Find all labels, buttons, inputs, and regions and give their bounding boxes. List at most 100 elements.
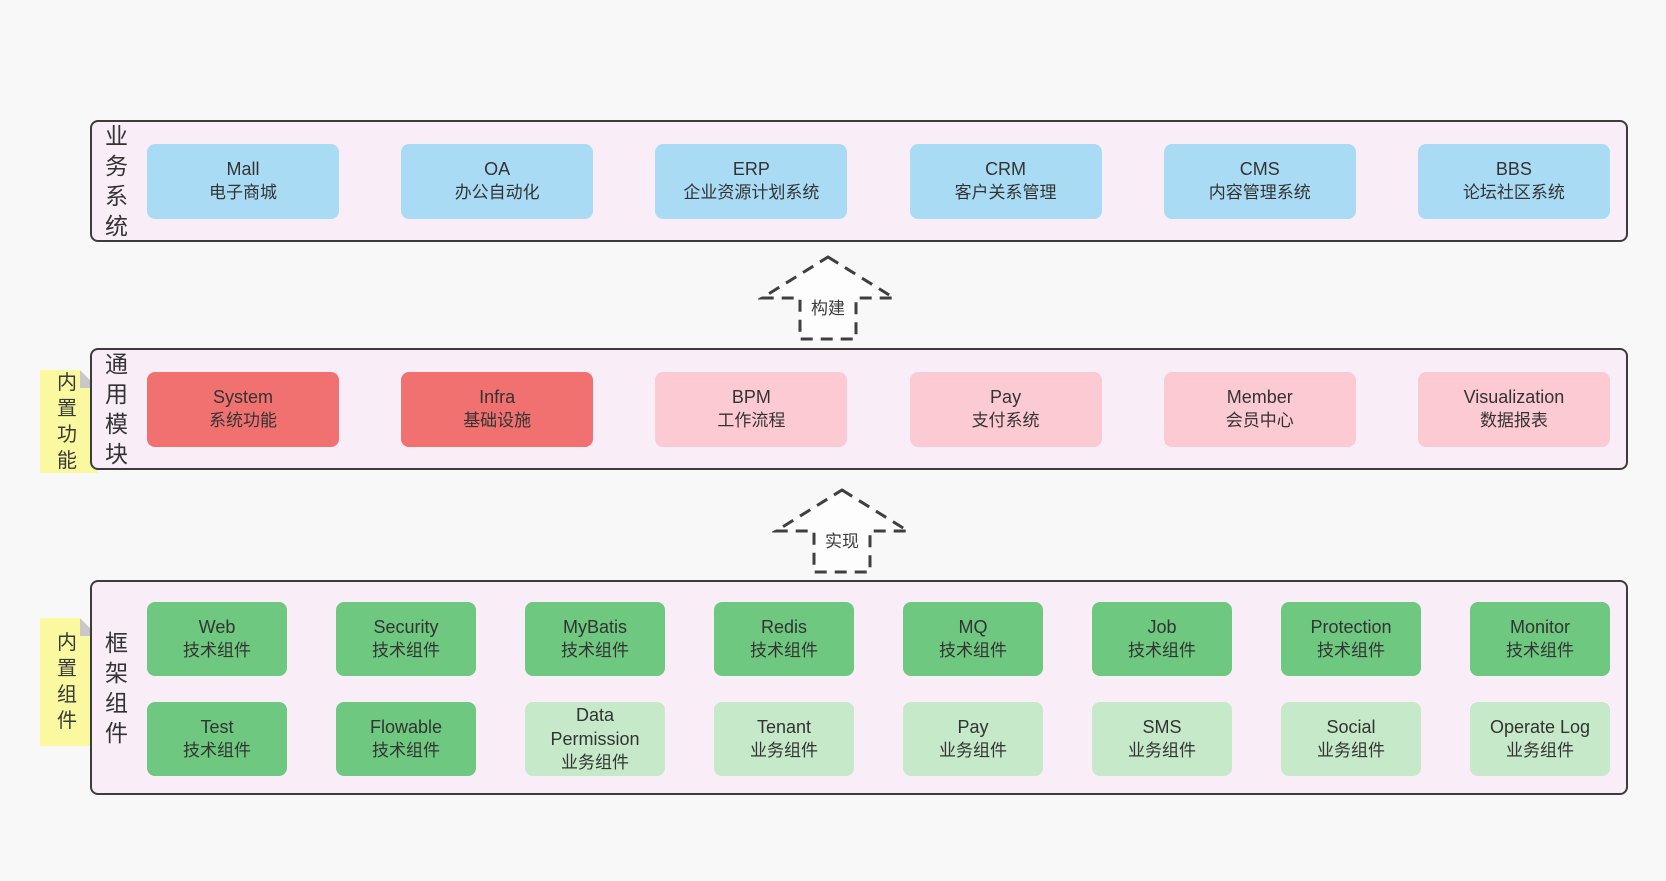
node-subtitle: 技术组件 xyxy=(561,641,629,660)
node-title: CMS xyxy=(1239,159,1280,179)
node-subtitle: 业务组件 xyxy=(750,741,818,760)
sticky-note-built-in-features: 内置功能 xyxy=(40,370,98,473)
node-tenant: Tenant 业务组件 xyxy=(714,702,854,776)
sticky-note-label: 内置组件 xyxy=(57,632,77,732)
node-mall: Mall 电子商城 xyxy=(147,143,339,219)
node-title: Monitor xyxy=(1509,617,1571,637)
node-title: System xyxy=(212,387,273,407)
node-operate-log: Operate Log 业务组件 xyxy=(1470,702,1610,776)
node-erp: ERP 企业资源计划系统 xyxy=(655,143,848,219)
node-mq: MQ 技术组件 xyxy=(903,602,1043,676)
node-pay-system: Pay 支付系统 xyxy=(909,371,1102,447)
node-infra: Infra 基础设施 xyxy=(401,371,594,447)
node-subtitle: 技术组件 xyxy=(939,641,1007,660)
node-title: Operate Log xyxy=(1489,717,1591,737)
node-subtitle: 论坛社区系统 xyxy=(1462,183,1565,202)
node-crm: CRM 客户关系管理 xyxy=(909,143,1102,219)
node-title: MQ xyxy=(958,617,988,637)
sticky-note-label: 内置功能 xyxy=(57,371,77,472)
node-sms: SMS 业务组件 xyxy=(1092,702,1232,776)
node-subtitle: 数据报表 xyxy=(1479,411,1548,430)
node-title: Tenant xyxy=(756,717,812,737)
node-subtitle: 业务组件 xyxy=(939,741,1007,760)
node-title: ERP xyxy=(732,159,770,179)
node-subtitle: 客户关系管理 xyxy=(954,183,1057,202)
implement-arrow-label: 实现 xyxy=(823,531,861,553)
node-security: Security 技术组件 xyxy=(336,602,476,676)
node-subtitle: 技术组件 xyxy=(1317,641,1385,660)
build-arrow-icon: 构建 xyxy=(758,254,898,342)
node-title: Visualization xyxy=(1463,387,1565,407)
node-subtitle: 业务组件 xyxy=(1506,741,1574,760)
node-title: Pay xyxy=(990,387,1022,407)
node-subtitle: 技术组件 xyxy=(372,641,440,660)
node-subtitle: 会员中心 xyxy=(1225,411,1294,430)
node-title: Mall xyxy=(226,159,260,179)
node-subtitle: 技术组件 xyxy=(183,641,251,660)
node-title: Social xyxy=(1326,717,1376,737)
node-subtitle: 业务组件 xyxy=(1128,741,1196,760)
node-subtitle: 业务组件 xyxy=(561,753,629,772)
layer-business-systems: 业务系统 Mall 电子商城 OA 办公自动化 ERP 企业资源计划系统 CRM… xyxy=(90,120,1628,242)
node-member: Member 会员中心 xyxy=(1163,371,1356,447)
node-title: Protection xyxy=(1310,617,1392,637)
node-title: Web xyxy=(198,617,236,637)
node-subtitle: 技术组件 xyxy=(750,641,818,660)
node-subtitle: 系统功能 xyxy=(209,411,277,430)
node-subtitle: 技术组件 xyxy=(1128,641,1196,660)
layer-label-business: 业务系统 xyxy=(105,123,128,239)
node-redis: Redis 技术组件 xyxy=(714,602,854,676)
sticky-note-built-in-components: 内置组件 xyxy=(40,618,98,746)
node-visualization: Visualization 数据报表 xyxy=(1417,371,1610,447)
node-title: OA xyxy=(484,159,511,179)
node-test: Test 技术组件 xyxy=(147,702,287,776)
node-bpm: BPM 工作流程 xyxy=(655,371,848,447)
framework-boxes-grid: Web 技术组件 Security 技术组件 MyBatis 技术组件 Redi… xyxy=(147,602,1610,776)
node-flowable: Flowable 技术组件 xyxy=(336,702,476,776)
node-title: Security xyxy=(373,617,439,637)
node-bbs: BBS 论坛社区系统 xyxy=(1417,143,1610,219)
node-subtitle: 业务组件 xyxy=(1317,741,1385,760)
node-job: Job 技术组件 xyxy=(1092,602,1232,676)
node-title: Test xyxy=(200,717,234,737)
node-monitor: Monitor 技术组件 xyxy=(1470,602,1610,676)
common-boxes-row: System 系统功能 Infra 基础设施 BPM 工作流程 Pay 支付系统… xyxy=(147,350,1610,468)
node-subtitle: 电子商城 xyxy=(209,183,277,202)
node-title: Infra xyxy=(479,387,516,407)
node-subtitle: 工作流程 xyxy=(717,411,786,430)
node-cms: CMS 内容管理系统 xyxy=(1163,143,1356,219)
node-title: Job xyxy=(1147,617,1177,637)
node-subtitle: 技术组件 xyxy=(183,741,251,760)
node-system: System 系统功能 xyxy=(147,371,339,447)
node-data-permission: Data Permission 业务组件 xyxy=(525,702,665,776)
node-title: MyBatis xyxy=(562,617,627,637)
node-title: BBS xyxy=(1495,159,1532,179)
node-subtitle: 技术组件 xyxy=(1506,641,1574,660)
build-arrow-label: 构建 xyxy=(809,298,847,320)
layer-framework-components: 框架组件 Web 技术组件 Security 技术组件 MyBatis 技术组件… xyxy=(90,580,1628,795)
layer-common-modules: 通用模块 System 系统功能 Infra 基础设施 BPM 工作流程 Pay… xyxy=(90,348,1628,470)
node-protection: Protection 技术组件 xyxy=(1281,602,1421,676)
business-boxes-row: Mall 电子商城 OA 办公自动化 ERP 企业资源计划系统 CRM 客户关系… xyxy=(147,122,1610,240)
node-subtitle: 支付系统 xyxy=(971,411,1040,430)
node-subtitle: 企业资源计划系统 xyxy=(683,183,820,202)
node-subtitle: 技术组件 xyxy=(372,741,440,760)
node-pay-component: Pay 业务组件 xyxy=(903,702,1043,776)
node-title: Member xyxy=(1226,387,1293,407)
node-title: SMS xyxy=(1142,717,1182,737)
node-web: Web 技术组件 xyxy=(147,602,287,676)
node-title: Redis xyxy=(760,617,808,637)
implement-arrow-icon: 实现 xyxy=(772,487,912,575)
node-title: CRM xyxy=(985,159,1027,179)
node-oa: OA 办公自动化 xyxy=(401,143,594,219)
node-subtitle: 基础设施 xyxy=(463,411,532,430)
node-title: Flowable xyxy=(369,717,443,737)
node-title: BPM xyxy=(731,387,771,407)
layer-label-common: 通用模块 xyxy=(105,351,128,467)
layer-label-framework: 框架组件 xyxy=(105,629,128,746)
node-subtitle: 内容管理系统 xyxy=(1208,183,1311,202)
node-social: Social 业务组件 xyxy=(1281,702,1421,776)
node-title: Pay xyxy=(957,717,989,737)
node-title: Data Permission xyxy=(550,705,640,749)
node-subtitle: 办公自动化 xyxy=(454,183,540,202)
